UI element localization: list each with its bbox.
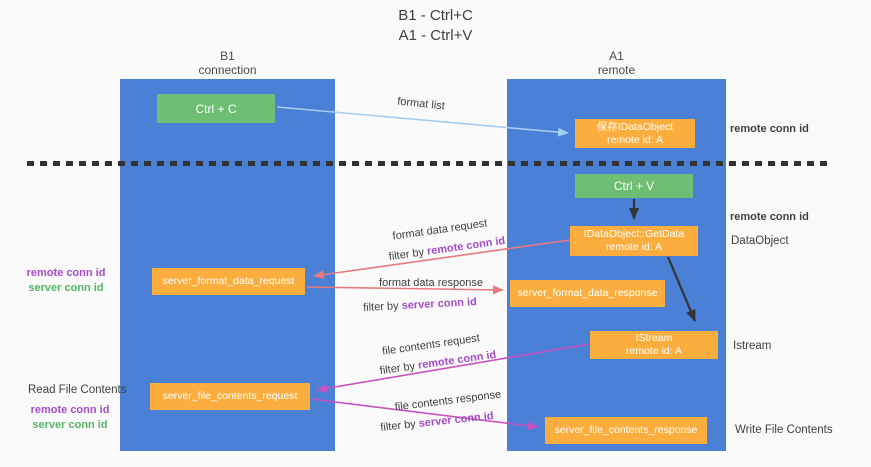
label-filter-server-conn-id-2: filter by server conn id <box>380 410 494 434</box>
label-filter-server-conn-id-1: filter by server conn id <box>363 296 477 314</box>
label-filter-prefix-1: filter by <box>388 245 428 264</box>
annotation-left-bottom-server: server conn id <box>32 419 108 431</box>
diagram-title: B1 - Ctrl+C A1 - Ctrl+V <box>0 6 871 46</box>
lane-b1-role: connection <box>198 63 257 77</box>
label-filter-prefix-2: filter by <box>362 299 402 314</box>
node-istream-line1: IStream <box>635 332 673 344</box>
node-idataobject-getdata: IDataObject::GetData remote id: A <box>570 226 698 256</box>
label-format-list: format list <box>396 95 446 113</box>
annotation-remote-conn-id-top-right: remote conn id <box>730 123 809 135</box>
annotation-remote-conn-id-mid-right: remote conn id <box>730 211 809 223</box>
node-ctrl-v-label: Ctrl + V <box>613 179 655 193</box>
annotation-dataobject: DataObject <box>731 235 789 247</box>
label-server-conn-id-key-2: server conn id <box>418 410 495 430</box>
annotation-left-top-remote: remote conn id <box>26 267 106 279</box>
annotation-write-file-contents: Write File Contents <box>735 424 833 436</box>
label-filter-prefix-3: filter by <box>379 359 419 378</box>
separator-dashed-line <box>27 161 830 166</box>
node-ctrl-c-label: Ctrl + C <box>195 101 237 116</box>
node-server-file-contents-response: server_file_contents_response <box>545 417 707 444</box>
node-save-idataobject-line1: 保存IDataObject <box>596 120 674 133</box>
node-server-file-contents-response-label: server_file_contents_response <box>554 424 698 436</box>
node-istream: IStream remote id: A <box>590 331 718 359</box>
node-ctrl-v: Ctrl + V <box>575 174 693 198</box>
node-ctrl-c: Ctrl + C <box>157 94 275 123</box>
label-remote-conn-id-key-2: remote conn id <box>417 348 497 372</box>
diagram-title-line2: A1 - Ctrl+V <box>398 27 473 44</box>
node-server-format-data-response-label: server_format_data_response <box>517 287 658 299</box>
node-istream-line2: remote id: A <box>625 345 683 357</box>
annotation-left-top-server: server conn id <box>28 282 104 294</box>
label-format-data-response: format data response <box>379 277 483 289</box>
lane-b1-header: B1 connection <box>120 49 335 77</box>
label-file-contents-response: file contents response <box>394 388 502 414</box>
node-save-idataobject-line2: remote id: A <box>606 133 664 146</box>
label-server-conn-id-key-1: server conn id <box>401 296 478 312</box>
annotation-istream: Istream <box>733 340 772 352</box>
node-idataobject-getdata-line1: IDataObject::GetData <box>583 228 685 240</box>
node-server-file-contents-request-label: server_file_contents_request <box>162 390 298 402</box>
node-idataobject-getdata-line2: remote id: A <box>605 241 663 253</box>
lane-a1-name: A1 <box>609 49 624 63</box>
label-remote-conn-id-key-1: remote conn id <box>426 234 506 258</box>
lane-a1-header: A1 remote <box>507 49 726 77</box>
lane-a1-role: remote <box>597 63 636 77</box>
annotation-left-conn-ids-top: remote conn id server conn id <box>21 266 111 296</box>
lane-b1-name: B1 <box>220 49 235 63</box>
annotation-read-file-contents: Read File Contents <box>28 384 127 396</box>
label-filter-prefix-4: filter by <box>379 417 420 434</box>
node-save-idataobject: 保存IDataObject remote id: A <box>575 119 695 148</box>
diagram-title-line1: B1 - Ctrl+C <box>398 7 473 24</box>
node-server-format-data-response: server_format_data_response <box>510 280 665 307</box>
annotation-left-bottom-remote: remote conn id <box>30 404 110 416</box>
node-server-format-data-request-label: server_format_data_request <box>162 275 295 287</box>
node-server-file-contents-request: server_file_contents_request <box>150 383 310 410</box>
annotation-left-conn-ids-bottom: remote conn id server conn id <box>25 403 115 433</box>
node-server-format-data-request: server_format_data_request <box>152 268 305 295</box>
